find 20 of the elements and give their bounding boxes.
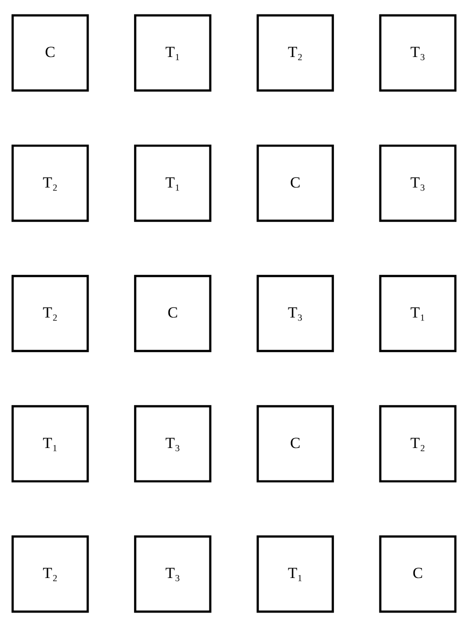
node-box: T₃ — [379, 144, 456, 222]
node-box: T₃ — [134, 405, 212, 482]
node-box: T₂ — [12, 274, 89, 352]
node-box: C — [379, 535, 456, 613]
node-box: T₂ — [256, 14, 334, 92]
node-box: T₁ — [134, 144, 212, 222]
node-box: C — [256, 144, 334, 222]
node-box: C — [134, 274, 212, 352]
node-box: T₁ — [12, 405, 89, 482]
node-box: T₁ — [134, 14, 212, 92]
node-box: T₁ — [379, 274, 456, 352]
node-box: T₂ — [379, 405, 456, 482]
node-box: T₃ — [379, 14, 456, 92]
node-box: T₂ — [12, 144, 89, 222]
node-box: T₃ — [256, 274, 334, 352]
node-box: C — [12, 14, 89, 92]
node-box: C — [256, 405, 334, 482]
node-box: T₃ — [134, 535, 212, 613]
node-box: T₂ — [12, 535, 89, 613]
node-box: T₁ — [256, 535, 334, 613]
